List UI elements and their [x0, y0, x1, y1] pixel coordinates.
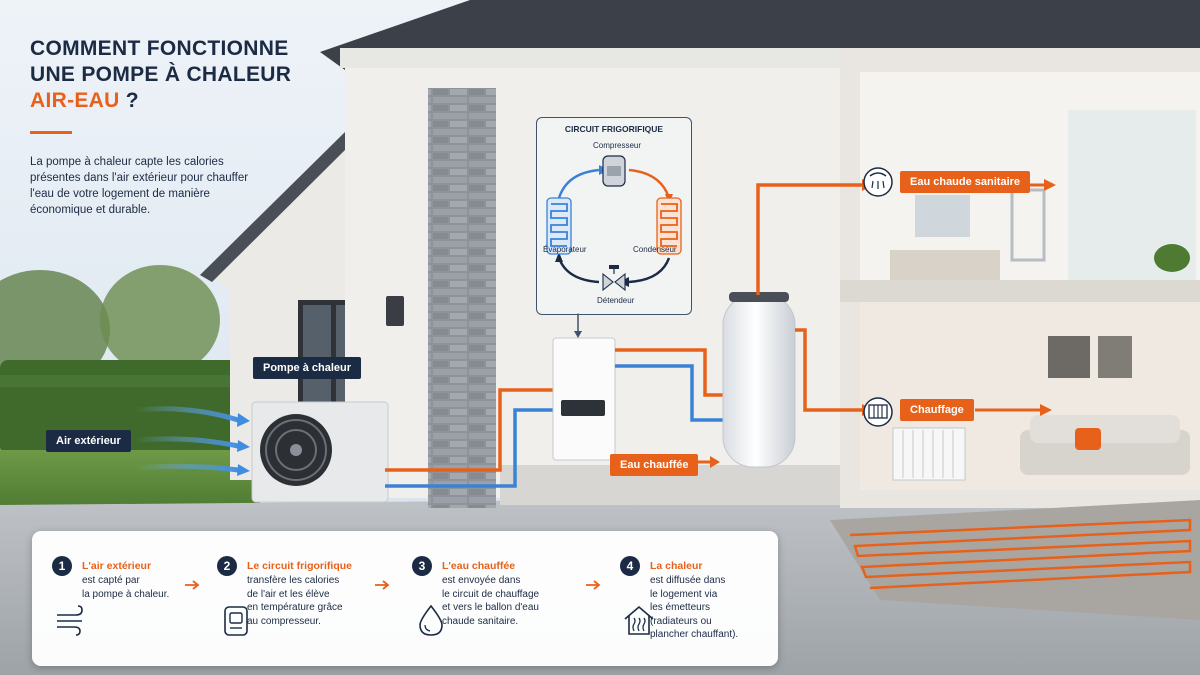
step-arrow-3 [586, 580, 601, 590]
step-4: 4 La chaleur est diffusée dans le logeme… [620, 531, 775, 666]
intro-text: La pompe à chaleur capte les calories pr… [30, 156, 249, 216]
step-1: 1 L'air extérieur est capté par la pompe… [52, 531, 212, 666]
evaporator-coil-icon [546, 197, 572, 255]
heat-pump-label: Pompe à chaleur [253, 357, 362, 379]
water-drop-icon [419, 604, 443, 636]
step-number: 2 [217, 556, 237, 576]
shower-icon [863, 167, 893, 197]
step-heading: Le circuit frigorifique [247, 560, 353, 572]
expansion-valve-label: Détendeur [597, 296, 635, 305]
house-heat-icon [624, 605, 654, 635]
evaporator-label: Évaporateur [543, 245, 587, 254]
expansion-valve-icon [602, 265, 626, 292]
hot-water-output-label: Eau chauffée [610, 454, 699, 476]
steps-panel: 1 L'air extérieur est capté par la pompe… [32, 531, 778, 666]
circuit-title: CIRCUIT FRIGORIFIQUE [564, 124, 664, 134]
title-line-1: COMMENT FONCTIONNE [30, 37, 289, 60]
step-number: 3 [412, 556, 432, 576]
refrigerant-loop [546, 155, 682, 292]
compressor-icon [602, 155, 626, 187]
step-heading: L'air extérieur [82, 560, 152, 572]
heating-label: Chauffage [900, 399, 974, 421]
wind-icon [57, 605, 83, 636]
title-underline [30, 131, 72, 134]
step-body: est capté par la pompe à chaleur. [82, 575, 170, 600]
radiator-icon [863, 397, 893, 427]
air-flow-arrows [132, 406, 241, 473]
step-body: transfère les calories de l'air et les é… [247, 575, 343, 627]
refrigerant-circuit-diagram: CIRCUIT FRIGORIFIQUE [536, 117, 692, 315]
title-line-2: UNE POMPE À CHALEUR [30, 63, 292, 86]
condenser-label: Condenseur [633, 245, 677, 254]
step-body: est envoyée dans le circuit de chauffage… [442, 575, 540, 627]
step-heading: L'eau chauffée [442, 560, 516, 572]
domestic-hot-water-label: Eau chaude sanitaire [900, 171, 1031, 193]
title-line-3-suffix: ? [119, 89, 139, 112]
compressor-icon [224, 606, 248, 636]
outside-air-label: Air extérieur [46, 430, 131, 452]
condenser-coil-icon [656, 197, 682, 255]
step-2: 2 Le circuit frigorifique transfère les … [217, 531, 392, 666]
step-3: 3 L'eau chauffée est envoyée dans le cir… [412, 531, 592, 666]
page-title: COMMENT FONCTIONNE UNE POMPE À CHALEUR A… [30, 36, 291, 114]
step-arrow-1 [185, 580, 200, 590]
step-body: est diffusée dans le logement via les ém… [650, 575, 739, 640]
step-number: 1 [52, 556, 72, 576]
title-line-3: AIR-EAU [30, 89, 120, 112]
step-number: 4 [620, 556, 640, 576]
step-heading: La chaleur [650, 560, 703, 572]
compressor-label: Compresseur [593, 141, 642, 150]
step-arrow-2 [375, 580, 390, 590]
